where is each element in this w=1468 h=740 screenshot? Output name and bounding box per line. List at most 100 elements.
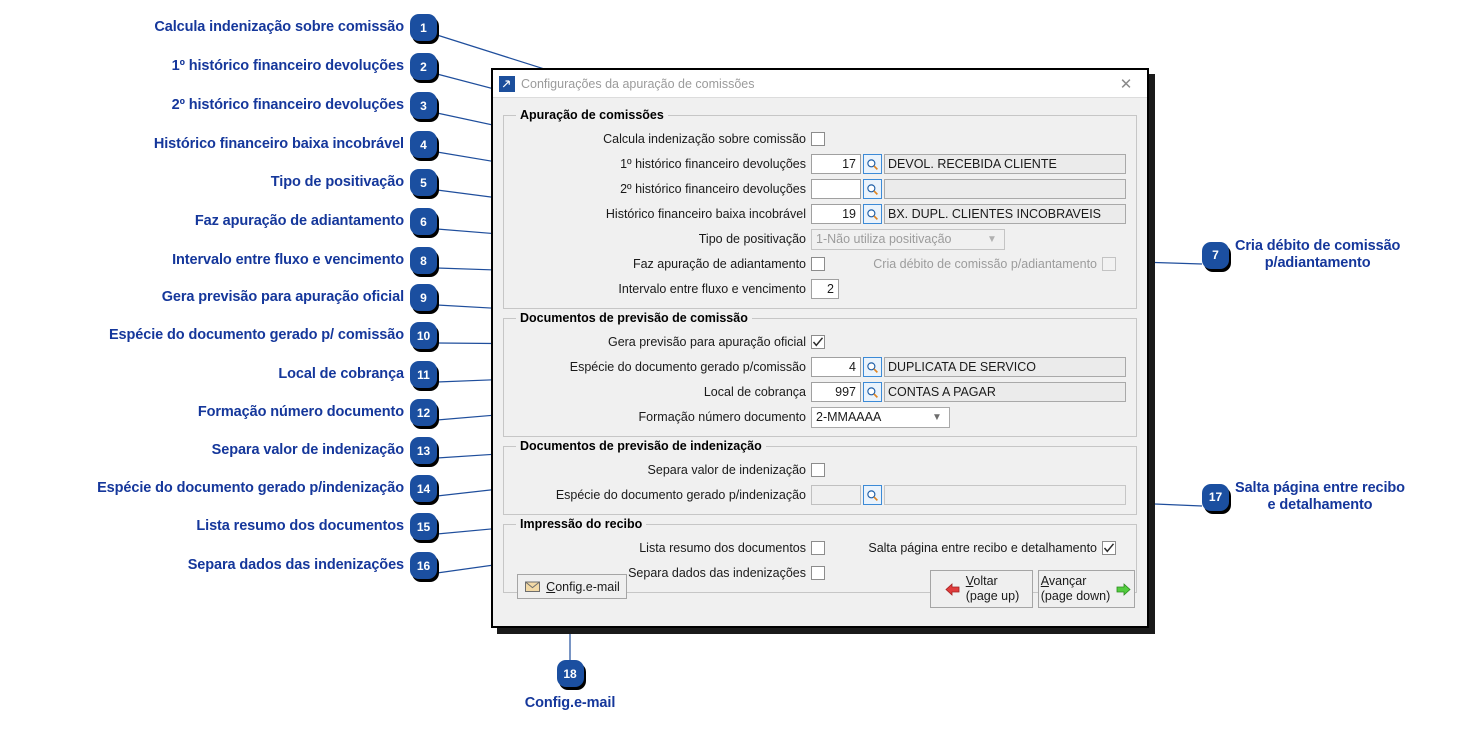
callout-13: Separa valor de indenização 13	[0, 437, 437, 464]
accesskey-letter: C	[546, 579, 556, 594]
config-email-button[interactable]: Config.e-mail	[517, 574, 627, 599]
field-label-salta-pagina: Salta página entre recibo e detalhamento	[868, 541, 1097, 555]
callout-badge[interactable]: 2	[410, 53, 437, 80]
arrow-right-green-icon	[1115, 581, 1132, 598]
title-bar: Configurações da apuração de comissões ✕	[493, 70, 1147, 98]
callout-label: Gera previsão para apuração oficial	[161, 289, 404, 305]
callout-label: Config.e-mail	[524, 695, 616, 711]
code-input-incobravel[interactable]: 19	[811, 204, 861, 224]
code-input-hist2[interactable]	[811, 179, 861, 199]
select-tipo-positivacao[interactable]: 1-Não utiliza positivação ▼	[811, 228, 1005, 250]
arrow-left-red-icon	[944, 581, 961, 598]
desc-field-local-cobranca: CONTAS A PAGAR	[884, 382, 1126, 402]
field-label: Formação número documento	[638, 410, 806, 424]
row-historico-baixa-incobravel: Histórico financeiro baixa incobrável 19…	[514, 203, 1126, 225]
select-formacao-numero[interactable]: 2-MMAAAA ▼	[811, 406, 950, 428]
magnifier-icon[interactable]	[863, 204, 882, 224]
voltar-button[interactable]: Voltar (page up)	[930, 570, 1033, 608]
close-icon[interactable]: ✕	[1119, 75, 1133, 93]
magnifier-icon[interactable]	[863, 485, 882, 505]
row-especie-indenizacao: Espécie do documento gerado p/indenizaçã…	[514, 484, 1126, 506]
voltar-line2: (page up)	[965, 589, 1020, 603]
checkbox-lista-resumo[interactable]	[811, 541, 825, 555]
callout-badge[interactable]: 14	[410, 475, 437, 502]
field-label: Faz apuração de adiantamento	[632, 257, 806, 271]
checkbox-separa-dados[interactable]	[811, 566, 825, 580]
row-1o-historico-devolucoes: 1º histórico financeiro devoluções 17 DE…	[514, 153, 1126, 175]
magnifier-icon[interactable]	[863, 179, 882, 199]
callout-badge[interactable]: 3	[410, 92, 437, 119]
callout-badge[interactable]: 11	[410, 361, 437, 388]
checkbox-calcula-indenizacao[interactable]	[811, 132, 825, 146]
voltar-line1: Voltar	[966, 574, 1020, 589]
desc-field-incobravel: BX. DUPL. CLIENTES INCOBRAVEIS	[884, 204, 1126, 224]
callout-badge[interactable]: 4	[410, 131, 437, 158]
field-label: Separa valor de indenização	[647, 463, 806, 477]
desc-field-hist2	[884, 179, 1126, 199]
group-legend: Apuração de comissões	[520, 108, 664, 122]
callout-badge[interactable]: 8	[410, 247, 437, 274]
callout-label: Lista resumo dos documentos	[196, 518, 404, 534]
envelope-icon	[524, 578, 541, 595]
code-input-hist1[interactable]: 17	[811, 154, 861, 174]
input-intervalo[interactable]: 2	[811, 279, 839, 299]
label-rest: vançar	[1048, 574, 1087, 588]
row-especie-comissao: Espécie do documento gerado p/comissão 4…	[514, 356, 1126, 378]
label-rest: oltar	[973, 574, 998, 588]
group-documentos-previsao-indenizacao: Documentos de previsão de indenização Se…	[503, 439, 1137, 515]
chevron-down-icon: ▼	[987, 233, 997, 245]
checkbox-gera-previsao[interactable]	[811, 335, 825, 349]
row-faz-apuracao-adiantamento: Faz apuração de adiantamento Cria débito…	[514, 253, 1126, 275]
magnifier-icon[interactable]	[863, 357, 882, 377]
callout-label: Calcula indenização sobre comissão	[154, 19, 404, 35]
callout-label: 1º histórico financeiro devoluções	[171, 58, 404, 74]
callout-badge[interactable]: 12	[410, 399, 437, 426]
avancar-button[interactable]: Avançar (page down)	[1038, 570, 1135, 608]
callout-badge[interactable]: 18	[556, 660, 584, 687]
callout-label: Separa valor de indenização	[211, 442, 404, 458]
config-email-label: Config.e-mail	[546, 580, 620, 594]
callout-badge[interactable]: 16	[410, 552, 437, 579]
callout-badge[interactable]: 5	[410, 169, 437, 196]
group-legend: Documentos de previsão de indenização	[520, 439, 762, 453]
callout-4: Histórico financeiro baixa incobrável 4	[0, 131, 437, 158]
callout-badge[interactable]: 1	[410, 14, 437, 41]
group-legend: Documentos de previsão de comissão	[520, 311, 748, 325]
callout-label: Histórico financeiro baixa incobrável	[153, 136, 404, 152]
code-input-especie-indenizacao[interactable]	[811, 485, 861, 505]
group-documentos-previsao-comissao: Documentos de previsão de comissão Gera …	[503, 311, 1137, 437]
checkbox-cria-debito-comissao[interactable]	[1102, 257, 1116, 271]
checkbox-separa-valor-indenizacao[interactable]	[811, 463, 825, 477]
field-label: 2º histórico financeiro devoluções	[620, 182, 806, 196]
select-value: 1-Não utiliza positivação	[816, 231, 952, 246]
code-input-especie-comissao[interactable]: 4	[811, 357, 861, 377]
callout-badge[interactable]: 13	[410, 437, 437, 464]
field-label-cria-debito: Cria débito de comissão p/adiantamento	[873, 257, 1097, 271]
label-rest: onfig.e-mail	[555, 579, 620, 594]
magnifier-icon[interactable]	[863, 154, 882, 174]
callout-badge[interactable]: 17	[1202, 483, 1229, 511]
commission-settings-dialog: Configurações da apuração de comissões ✕…	[491, 68, 1149, 628]
accesskey-letter: V	[965, 574, 974, 588]
callout-6: Faz apuração de adiantamento 6	[0, 208, 437, 235]
code-input-local-cobranca[interactable]: 997	[811, 382, 861, 402]
callout-badge[interactable]: 10	[410, 322, 437, 349]
field-label: Espécie do documento gerado p/indenizaçã…	[555, 488, 806, 502]
chevron-down-icon: ▼	[932, 411, 942, 423]
checkbox-faz-apuracao-adiantamento[interactable]	[811, 257, 825, 271]
callout-badge[interactable]: 15	[410, 513, 437, 540]
app-window-icon	[499, 75, 515, 92]
callout-badge[interactable]: 6	[410, 208, 437, 235]
row-tipo-positivacao: Tipo de positivação 1-Não utiliza positi…	[514, 228, 1126, 250]
callout-badge[interactable]: 9	[410, 284, 437, 311]
callout-badge[interactable]: 7	[1202, 241, 1229, 269]
magnifier-icon[interactable]	[863, 382, 882, 402]
callout-label: Faz apuração de adiantamento	[194, 213, 404, 229]
checkbox-salta-pagina[interactable]	[1102, 541, 1116, 555]
row-lista-resumo: Lista resumo dos documentos Salta página…	[514, 537, 1126, 559]
